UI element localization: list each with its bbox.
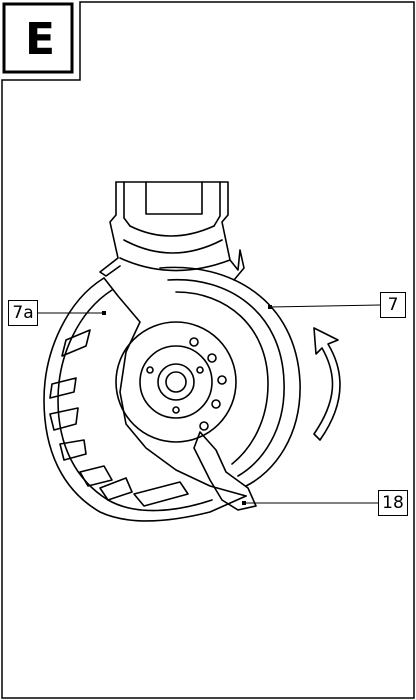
upper-guard-inner-2 <box>175 291 269 465</box>
arbor-bolt-inner <box>165 371 187 393</box>
guard-rib-3 <box>49 407 79 431</box>
marker-7 <box>268 305 272 309</box>
marker-7a <box>102 311 106 315</box>
guard-rib-4 <box>59 439 87 461</box>
housing-lower-3 <box>119 257 231 272</box>
guard-rib-5 <box>79 465 113 487</box>
guard-rib-6 <box>99 477 133 501</box>
adjust-hole-5 <box>199 421 209 431</box>
section-letter-box <box>2 2 74 74</box>
blade-flange-outer <box>115 321 237 443</box>
lower-guard-inner-rim <box>57 289 213 512</box>
guard-rib-1 <box>61 329 91 357</box>
housing-lower-2 <box>123 239 223 254</box>
flange-hole-1 <box>146 366 154 374</box>
callout-18: 18 <box>378 490 408 516</box>
housing-lower <box>129 225 215 237</box>
flange-hole-3 <box>172 406 180 414</box>
marker-18 <box>242 501 246 505</box>
guard-rib-2 <box>49 377 77 399</box>
housing-inner-right <box>213 181 221 227</box>
callout-7a: 7a <box>8 300 38 326</box>
arbor-bolt-outer <box>157 363 195 401</box>
guard-rib-7 <box>133 481 189 507</box>
callout-7: 7 <box>380 292 406 318</box>
section-letter: E <box>24 13 56 65</box>
upper-guard-outer <box>159 266 301 487</box>
flange-hole-2 <box>196 366 204 374</box>
leader-7 <box>269 304 381 308</box>
lower-guard-outer <box>43 277 247 522</box>
adjust-hole-4 <box>211 399 221 409</box>
blade-flange-ring <box>139 345 213 419</box>
guard-lever <box>193 431 257 511</box>
motor-housing-left <box>99 181 121 277</box>
saw-blade-guard-drawing <box>37 181 381 522</box>
upper-guard-inner <box>167 278 285 477</box>
lower-guard-leading-edge <box>103 277 247 497</box>
housing-inner-left <box>123 181 131 227</box>
adjust-hole-3 <box>217 375 227 385</box>
adjust-hole-2 <box>207 353 217 363</box>
housing-window <box>145 181 203 215</box>
rotation-arrow <box>313 327 341 441</box>
adjust-hole-1 <box>189 337 199 347</box>
motor-housing <box>115 181 245 281</box>
